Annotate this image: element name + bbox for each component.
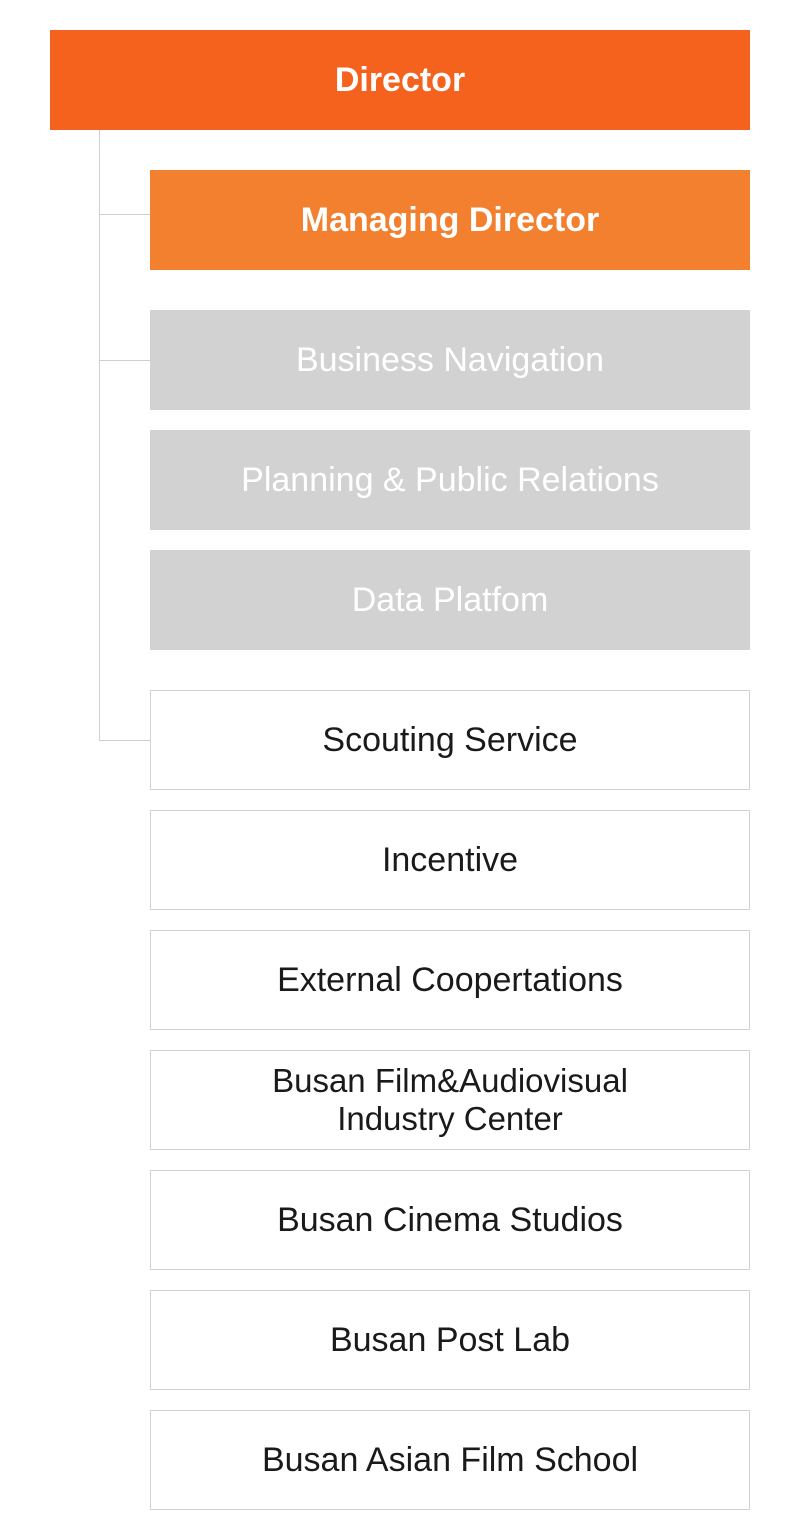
node-external-coopertations: External Coopertations bbox=[150, 930, 750, 1030]
node-business-navigation-label: Business Navigation bbox=[295, 340, 605, 379]
node-busan-film-audiovisual-industry-center: Busan Film&Audiovisual Industry Center bbox=[150, 1050, 750, 1150]
connector-managing-director bbox=[99, 214, 150, 215]
connector-business-navigation bbox=[99, 360, 150, 361]
node-busan-asian-film-school: Busan Asian Film School bbox=[150, 1410, 750, 1510]
node-managing-director: Managing Director bbox=[150, 170, 750, 270]
node-data-platform: Data Platfom bbox=[150, 550, 750, 650]
node-busan-asian-film-school-label: Busan Asian Film School bbox=[261, 1440, 639, 1479]
node-scouting-service: Scouting Service bbox=[150, 690, 750, 790]
node-busan-cinema-studios-label: Busan Cinema Studios bbox=[277, 1200, 623, 1239]
node-incentive: Incentive bbox=[150, 810, 750, 910]
node-director: Director bbox=[50, 30, 750, 130]
node-busan-post-lab-label: Busan Post Lab bbox=[329, 1320, 571, 1359]
node-busan-cinema-studios: Busan Cinema Studios bbox=[150, 1170, 750, 1270]
node-bfaic-label-line2: Industry Center bbox=[337, 1100, 563, 1137]
node-scouting-service-label: Scouting Service bbox=[322, 720, 578, 759]
node-business-navigation: Business Navigation bbox=[150, 310, 750, 410]
connector-scouting-service bbox=[99, 740, 150, 741]
node-bfaic-label-line1: Busan Film&Audiovisual bbox=[272, 1062, 628, 1100]
node-external-coopertations-label: External Coopertations bbox=[277, 960, 623, 999]
node-managing-director-label: Managing Director bbox=[300, 200, 600, 239]
node-director-label: Director bbox=[334, 60, 466, 99]
node-bfaic-label: Busan Film&Audiovisual Industry Center bbox=[252, 1062, 648, 1138]
node-busan-post-lab: Busan Post Lab bbox=[150, 1290, 750, 1390]
node-data-platform-label: Data Platfom bbox=[351, 580, 549, 619]
node-planning-public-relations-label: Planning & Public Relations bbox=[241, 460, 659, 499]
node-incentive-label: Incentive bbox=[381, 840, 519, 879]
connector-trunk bbox=[99, 130, 100, 741]
node-planning-public-relations: Planning & Public Relations bbox=[150, 430, 750, 530]
